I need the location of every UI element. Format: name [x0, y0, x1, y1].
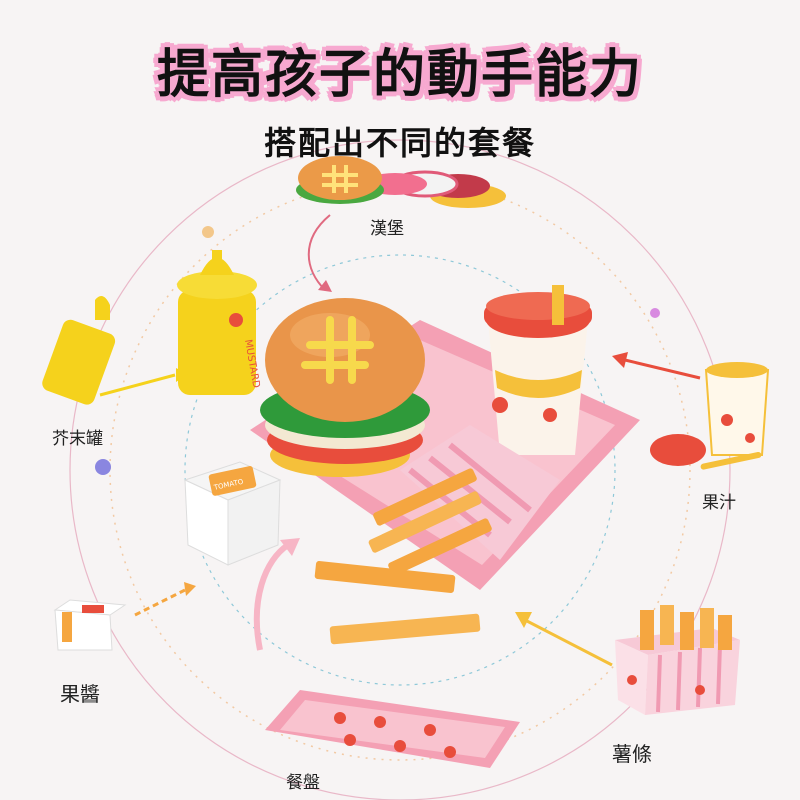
label-burger: 漢堡: [370, 219, 404, 239]
tray-small: [265, 690, 520, 768]
label-mustard: 芥末罐: [52, 429, 103, 449]
inner-ring: [184, 254, 616, 686]
outer-ring-2: [69, 139, 731, 800]
jam-box-small: [53, 599, 127, 651]
subheadline: 搭配出不同的套餐: [263, 124, 536, 162]
headline: 提高孩子的動手能力: [156, 45, 643, 105]
arrow: [307, 214, 331, 291]
decor-dot: [650, 308, 660, 318]
decor-dot: [95, 459, 111, 475]
label-tray: 餐盤: [286, 773, 320, 793]
label-fries: 薯條: [612, 742, 652, 766]
jam-box-large: TOMATO: [183, 461, 282, 566]
juice-cup-small: [650, 362, 770, 470]
fries-box-small: [615, 605, 740, 715]
burger-parts: [296, 156, 506, 208]
loose-fries: [314, 561, 481, 645]
mustard-bottle-large: MUSTARD: [177, 250, 261, 395]
drink-cup: [484, 285, 592, 455]
fries-box: [368, 425, 560, 576]
outer-ring: [109, 179, 691, 761]
burger-large: [260, 298, 430, 477]
label-juice: 果汁: [702, 493, 736, 513]
label-jam: 果醬: [60, 682, 100, 706]
mustard-bottle-small: [42, 296, 116, 405]
decor-dot: [202, 226, 214, 238]
